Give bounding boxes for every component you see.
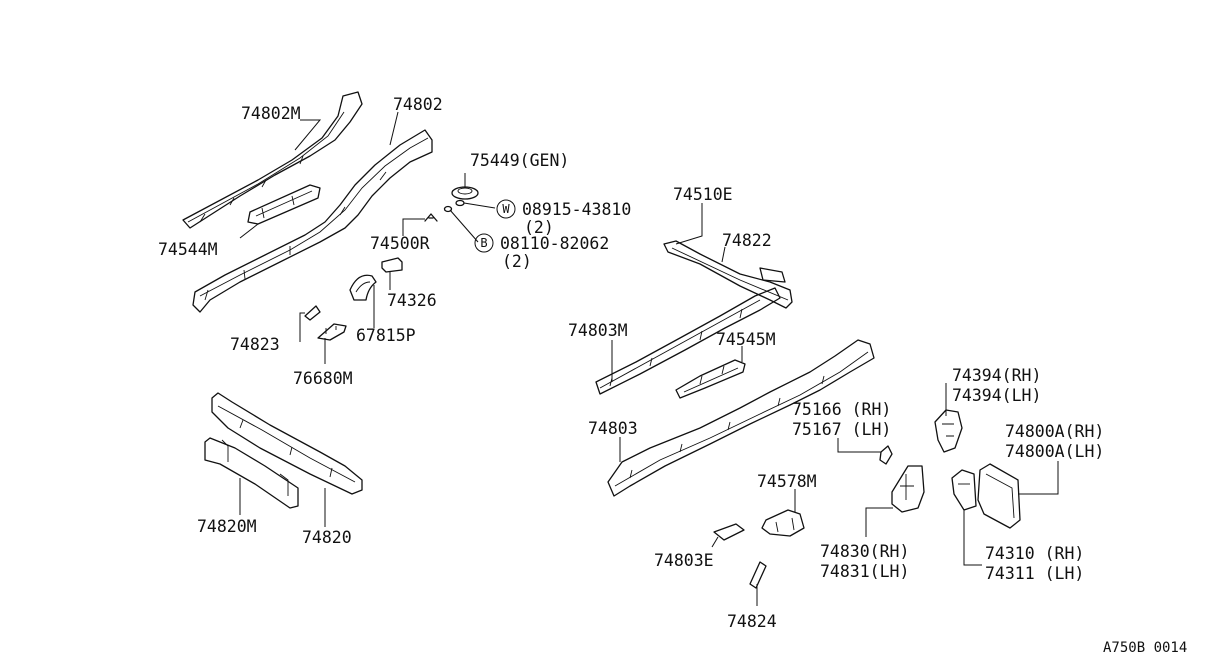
washer-symbol-circle bbox=[496, 199, 516, 219]
label-67815P: 67815P bbox=[356, 326, 416, 345]
label-08110-qty: (2) bbox=[502, 252, 532, 271]
part-74802 bbox=[192, 129, 433, 313]
label-74800A-rh: 74800A(RH) bbox=[1005, 422, 1104, 441]
bolt-symbol: B bbox=[480, 236, 487, 250]
part-74326 bbox=[381, 257, 403, 273]
part-74803 bbox=[607, 339, 875, 497]
label-74802M: 74802M bbox=[241, 104, 301, 123]
part-74823 bbox=[304, 305, 321, 321]
part-74803E bbox=[713, 523, 745, 541]
label-74803: 74803 bbox=[588, 419, 638, 438]
part-74800A bbox=[977, 463, 1021, 529]
part-74824 bbox=[749, 561, 767, 589]
label-74310: 74310 (RH) bbox=[985, 544, 1084, 563]
label-74822: 74822 bbox=[722, 231, 772, 250]
label-74500R: 74500R bbox=[370, 234, 430, 253]
label-75166: 75166 (RH) bbox=[792, 400, 891, 419]
part-74394 bbox=[934, 409, 963, 453]
label-74820M: 74820M bbox=[197, 517, 257, 536]
part-74820M bbox=[204, 437, 299, 509]
part-74310 bbox=[951, 469, 977, 511]
label-76680M: 76680M bbox=[293, 369, 353, 388]
part-74500R bbox=[424, 213, 438, 222]
part-74822 bbox=[663, 240, 793, 309]
part-75449 bbox=[451, 186, 479, 200]
part-74803M bbox=[595, 287, 781, 395]
part-washer bbox=[455, 199, 465, 207]
leader-lines bbox=[239, 111, 1059, 606]
label-74823: 74823 bbox=[230, 335, 280, 354]
part-74802M bbox=[182, 91, 363, 229]
part-67815P bbox=[349, 274, 377, 301]
label-74544M: 74544M bbox=[158, 240, 218, 259]
part-74578M bbox=[761, 509, 805, 537]
label-08110-82062: 08110-82062 bbox=[500, 234, 609, 253]
label-74394-rh: 74394(RH) bbox=[952, 366, 1041, 385]
part-74820 bbox=[211, 392, 363, 495]
part-bolt bbox=[443, 205, 453, 213]
bolt-symbol-circle bbox=[474, 233, 494, 253]
label-74803M: 74803M bbox=[568, 321, 628, 340]
part-75166 bbox=[879, 445, 893, 465]
label-74578M: 74578M bbox=[757, 472, 817, 491]
label-08915-43810: 08915-43810 bbox=[522, 200, 631, 219]
label-75449: 75449(GEN) bbox=[470, 151, 569, 170]
label-75167: 75167 (LH) bbox=[792, 420, 891, 439]
washer-symbol: W bbox=[502, 202, 510, 216]
label-74545M: 74545M bbox=[716, 330, 776, 349]
diagram-code: A750B 0014 bbox=[1103, 640, 1187, 656]
label-74311: 74311 (LH) bbox=[985, 564, 1084, 583]
label-74800A-lh: 74800A(LH) bbox=[1005, 442, 1104, 461]
label-74394-lh: 74394(LH) bbox=[952, 386, 1041, 405]
part-76680M bbox=[317, 323, 347, 341]
label-74820: 74820 bbox=[302, 528, 352, 547]
label-74831: 74831(LH) bbox=[820, 562, 909, 581]
part-74544M bbox=[247, 184, 321, 225]
label-74510E: 74510E bbox=[673, 185, 733, 204]
part-74830 bbox=[891, 465, 925, 513]
label-74803E: 74803E bbox=[654, 551, 714, 570]
part-74545M bbox=[675, 359, 746, 399]
label-74326: 74326 bbox=[387, 291, 437, 310]
label-74802: 74802 bbox=[393, 95, 443, 114]
label-08915-qty: (2) bbox=[524, 218, 554, 237]
label-74830: 74830(RH) bbox=[820, 542, 909, 561]
label-74824: 74824 bbox=[727, 612, 777, 631]
